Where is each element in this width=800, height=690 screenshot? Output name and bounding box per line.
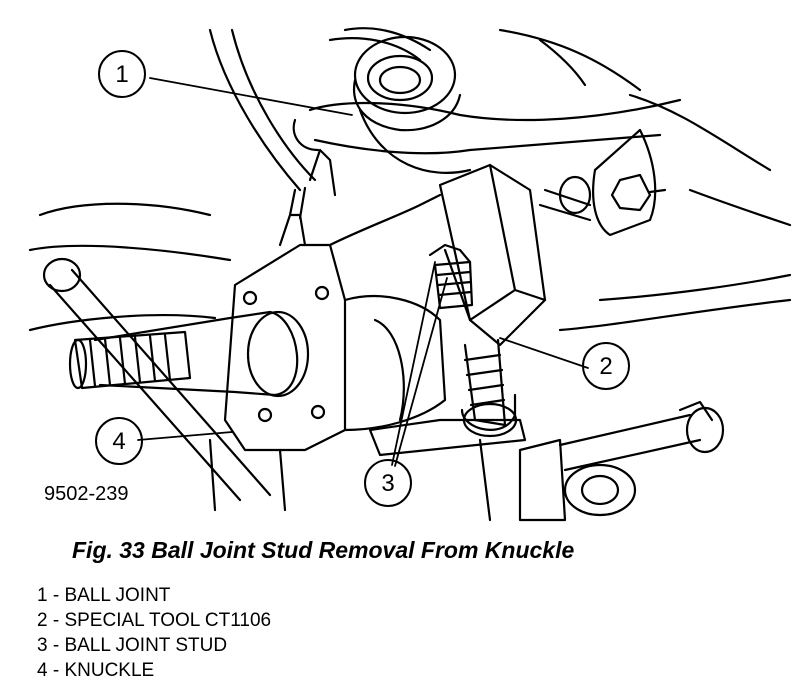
ball-joint: [353, 35, 472, 174]
legend-item-special-tool: 2 - SPECIAL TOOL CT1106: [37, 610, 272, 631]
frame-background: [28, 28, 792, 332]
leader-lines: [137, 77, 589, 467]
legend-list: 1 - BALL JOINT 2 - SPECIAL TOOL CT1106 3…: [37, 583, 271, 683]
legend-item-knuckle: 4 - KNUCKLE: [37, 660, 155, 681]
figure-code: 9502-239: [44, 483, 129, 505]
callout-number-1: 1: [115, 61, 128, 88]
tie-rod: [42, 257, 725, 522]
special-tool: [438, 163, 547, 438]
callout-circles: [95, 50, 630, 507]
callout-number-2: 2: [599, 353, 612, 380]
knuckle: [223, 148, 447, 452]
spindle: [68, 310, 310, 398]
arm-bushing: [538, 173, 667, 222]
figure-caption: Fig. 33 Ball Joint Stud Removal From Knu…: [72, 537, 575, 563]
callout-number-3: 3: [381, 470, 394, 497]
upper-control-arm: [292, 38, 682, 237]
brake-hose: [328, 27, 432, 62]
callout-number-4: 4: [112, 428, 125, 455]
legend-item-ball-joint: 1 - BALL JOINT: [37, 585, 171, 606]
legend-item-ball-joint-stud: 3 - BALL JOINT STUD: [37, 635, 228, 656]
ball-joint-removal-illustration: 1 2 3 4: [28, 27, 792, 522]
lower-bracket: [208, 418, 527, 512]
ball-joint-stud: [428, 243, 474, 310]
